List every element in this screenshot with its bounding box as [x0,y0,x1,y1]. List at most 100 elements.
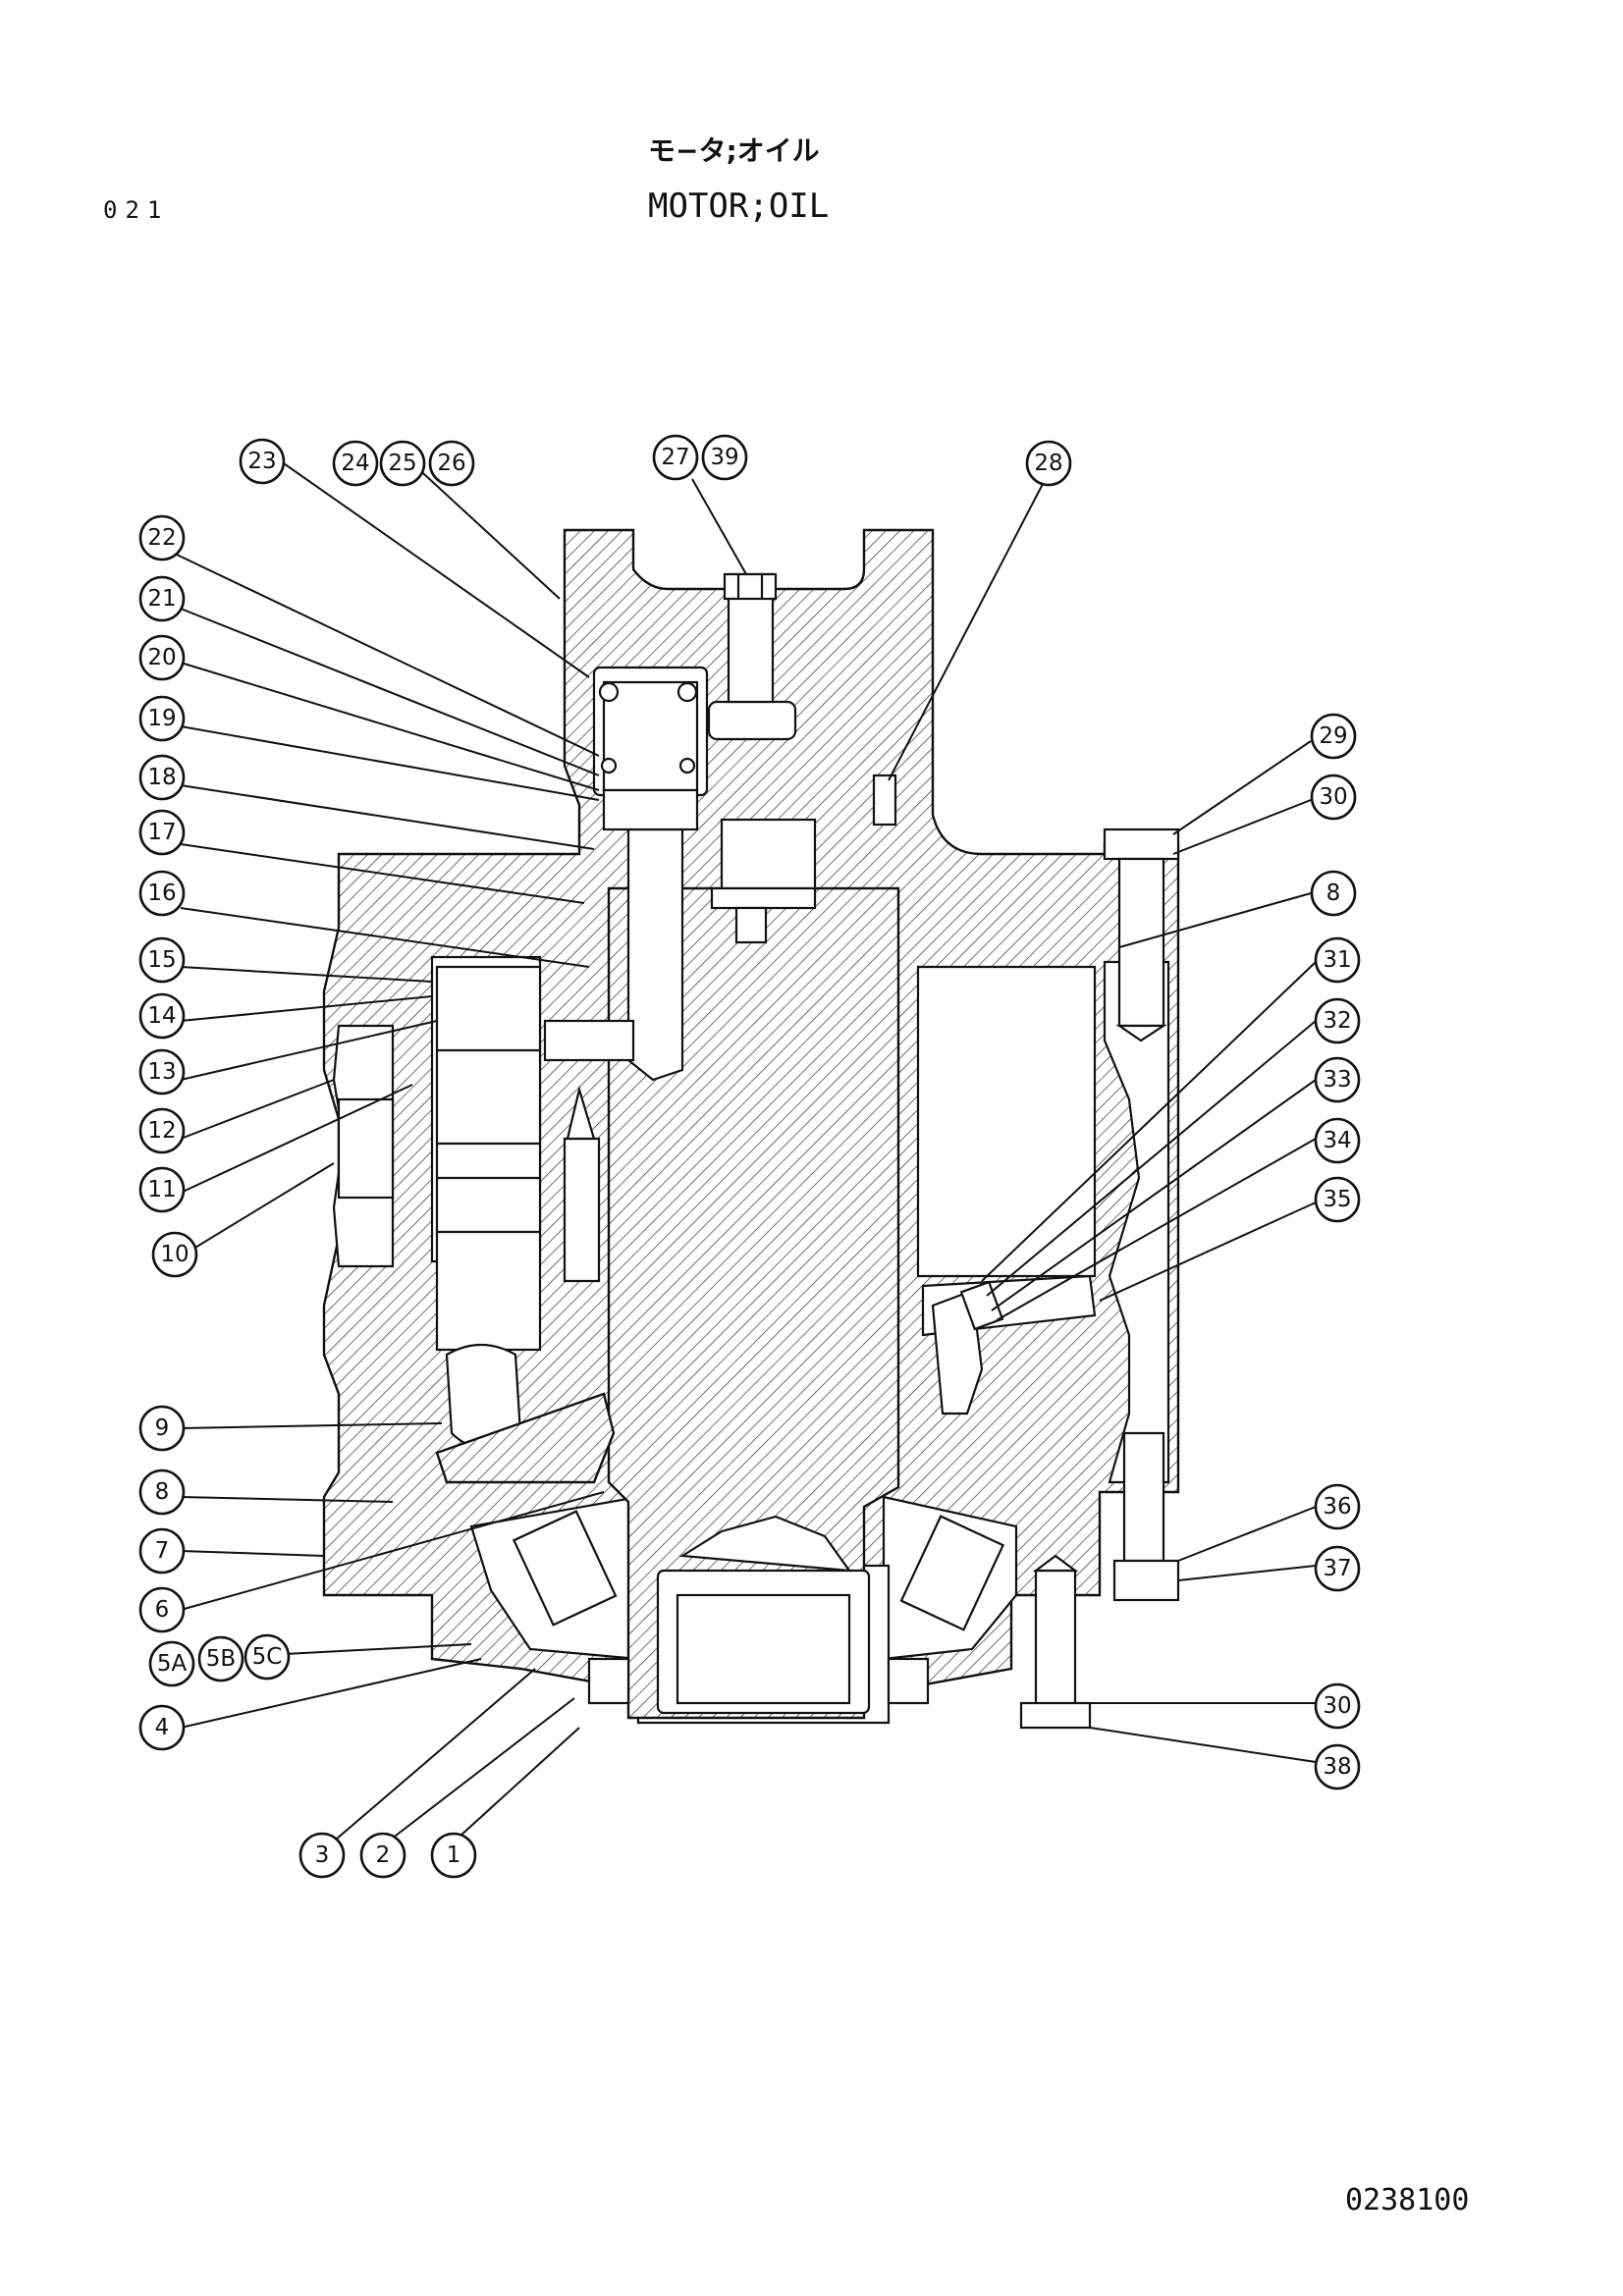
svg-text:8: 8 [155,1479,170,1505]
callout-26: 26 [428,440,475,487]
callout-5A: 5A [148,1640,195,1687]
callout-6: 6 [138,1586,186,1633]
svg-text:22: 22 [147,525,176,551]
side-plug [337,1097,395,1200]
callout-14: 14 [138,992,186,1040]
callout-19: 19 [138,695,186,742]
svg-text:12: 12 [147,1118,176,1144]
callout-11: 11 [138,1166,186,1213]
callout-8-left: 8 [138,1468,186,1516]
drawing-number: 0238100 [1345,2183,1470,2217]
svg-text:39: 39 [710,445,738,470]
svg-text:25: 25 [388,451,416,476]
callout-28: 28 [1025,440,1072,487]
callout-27: 27 [652,434,699,481]
svg-text:38: 38 [1323,1754,1351,1780]
svg-text:13: 13 [147,1059,176,1085]
svg-text:4: 4 [155,1715,170,1740]
callout-15: 15 [138,936,186,984]
callout-3: 3 [298,1832,346,1879]
valve-spool [435,965,601,1450]
callout-18: 18 [138,754,186,801]
svg-text:23: 23 [247,449,276,474]
svg-text:14: 14 [147,1003,176,1029]
svg-text:16: 16 [147,881,176,906]
svg-text:5B: 5B [206,1646,236,1672]
callout-20: 20 [138,634,186,681]
callout-12: 12 [138,1107,186,1154]
callout-22: 22 [138,514,186,561]
callout-29: 29 [1310,713,1357,760]
callout-30-top: 30 [1310,774,1357,821]
callout-25: 25 [379,440,426,487]
swash-plate [435,1392,616,1484]
svg-text:24: 24 [341,451,369,476]
callout-37: 37 [1314,1545,1361,1592]
svg-text:21: 21 [147,586,176,612]
callout-38: 38 [1314,1743,1361,1790]
page-number: 021 [103,196,170,224]
svg-text:19: 19 [147,706,176,731]
svg-text:37: 37 [1323,1556,1351,1581]
callout-16: 16 [138,870,186,917]
callout-35: 35 [1314,1176,1361,1223]
svg-text:17: 17 [147,820,176,845]
callout-21: 21 [138,575,186,622]
title-japanese: モ−タ;オイル [648,134,820,167]
svg-text:33: 33 [1323,1067,1351,1093]
bolts [723,572,1180,1730]
svg-text:36: 36 [1323,1494,1351,1520]
svg-text:15: 15 [147,947,176,973]
svg-text:11: 11 [147,1177,176,1202]
svg-text:5A: 5A [157,1651,188,1677]
svg-text:20: 20 [147,645,176,670]
relief-valve-assembly [921,1274,1097,1415]
top-valve-block [598,680,897,831]
callout-36: 36 [1314,1483,1361,1530]
callout-33: 33 [1314,1056,1361,1103]
svg-text:31: 31 [1323,947,1351,973]
callout-4: 4 [138,1704,186,1751]
callout-7: 7 [138,1527,186,1575]
callout-17: 17 [138,809,186,856]
svg-text:1: 1 [447,1842,461,1868]
svg-text:28: 28 [1034,451,1062,476]
svg-text:5C: 5C [252,1644,283,1670]
svg-text:34: 34 [1323,1128,1351,1153]
bearings [512,1510,1005,1705]
callout-8-right: 8 [1310,870,1357,917]
svg-text:10: 10 [160,1242,189,1267]
callout-23: 23 [239,438,286,485]
output-shaft [607,886,900,1720]
svg-text:9: 9 [155,1415,170,1441]
callout-9: 9 [138,1405,186,1452]
svg-text:30: 30 [1319,784,1347,810]
svg-text:18: 18 [147,765,176,790]
svg-text:3: 3 [315,1842,330,1868]
callout-2: 2 [359,1832,406,1879]
svg-text:29: 29 [1319,723,1347,749]
svg-text:30: 30 [1323,1693,1351,1719]
callout-31: 31 [1314,936,1361,984]
svg-text:35: 35 [1323,1187,1351,1212]
leader-lines [176,460,1317,1846]
callout-1: 1 [430,1832,477,1879]
callout-32: 32 [1314,997,1361,1044]
svg-text:27: 27 [661,445,689,470]
callout-5C: 5C [243,1633,291,1681]
shaft-details [543,818,871,1715]
callout-30-bottom: 30 [1314,1682,1361,1730]
svg-text:8: 8 [1326,881,1341,906]
callout-39: 39 [701,434,748,481]
callout-5B: 5B [197,1635,244,1682]
title-english: MOTOR;OIL [648,187,830,226]
callout-10: 10 [151,1231,198,1278]
svg-text:6: 6 [155,1597,170,1623]
svg-text:7: 7 [155,1538,170,1564]
svg-text:32: 32 [1323,1008,1351,1034]
svg-text:2: 2 [376,1842,391,1868]
callout-24: 24 [332,440,379,487]
svg-text:26: 26 [437,451,465,476]
callout-13: 13 [138,1048,186,1095]
